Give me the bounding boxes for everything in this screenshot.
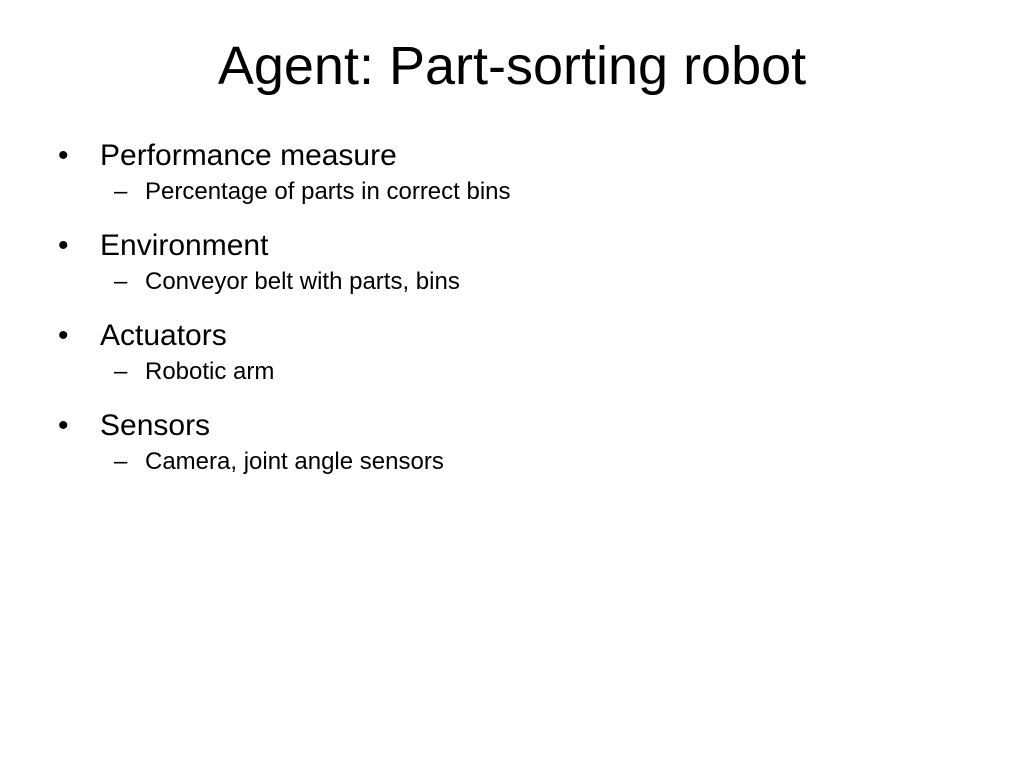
- sub-bullet-marker: –: [114, 358, 128, 385]
- bullet-marker: •: [58, 139, 69, 172]
- sub-bullet-row: – Percentage of parts in correct bins: [58, 176, 978, 226]
- bullet-row: • Environment: [58, 226, 978, 266]
- slide-title: Agent: Part-sorting robot: [217, 36, 807, 96]
- bullet-row: • Actuators: [58, 316, 978, 356]
- bullet-row: • Performance measure: [58, 136, 978, 176]
- bullet-label: Performance measure: [100, 139, 397, 172]
- bullet-item-actuators: • Actuators – Robotic arm: [58, 316, 978, 406]
- sub-bullet-marker: –: [114, 268, 128, 295]
- sub-bullet-label: Percentage of parts in correct bins: [145, 178, 511, 205]
- sub-bullet-label: Conveyor belt with parts, bins: [145, 268, 460, 295]
- sub-bullet-row: – Conveyor belt with parts, bins: [58, 266, 978, 316]
- bullet-list: • Performance measure – Percentage of pa…: [58, 136, 978, 496]
- bullet-item-performance-measure: • Performance measure – Percentage of pa…: [58, 136, 978, 226]
- sub-bullet-row: – Robotic arm: [58, 356, 978, 406]
- sub-bullet-marker: –: [114, 178, 128, 205]
- bullet-marker: •: [58, 229, 69, 262]
- sub-bullet-marker: –: [114, 448, 128, 475]
- sub-bullet-row: – Camera, joint angle sensors: [58, 446, 978, 496]
- bullet-item-sensors: • Sensors – Camera, joint angle sensors: [58, 406, 978, 496]
- bullet-row: • Sensors: [58, 406, 978, 446]
- sub-bullet-label: Camera, joint angle sensors: [145, 448, 444, 475]
- bullet-item-environment: • Environment – Conveyor belt with parts…: [58, 226, 978, 316]
- bullet-label: Actuators: [100, 319, 227, 352]
- bullet-marker: •: [58, 409, 69, 442]
- bullet-label: Sensors: [100, 409, 211, 442]
- bullet-marker: •: [58, 319, 69, 352]
- sub-bullet-label: Robotic arm: [145, 358, 275, 385]
- bullet-label: Environment: [100, 229, 269, 262]
